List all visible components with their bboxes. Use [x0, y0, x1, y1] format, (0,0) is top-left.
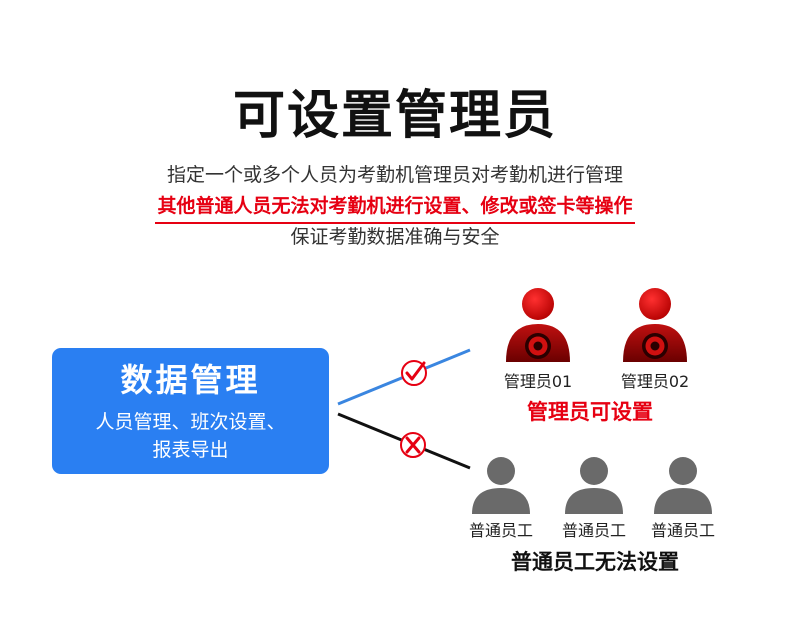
admin-person-gear-icon [506, 288, 570, 362]
admin-label-1: 管理员01 [503, 372, 573, 391]
data-management-description-2: 报表导出 [152, 439, 229, 461]
admin-label-2: 管理员02 [620, 372, 690, 391]
staff-label-3: 普通员工 [650, 521, 715, 540]
person-icon [472, 457, 530, 514]
cross-mark-icon [400, 432, 426, 458]
staff-label-2: 普通员工 [561, 521, 626, 540]
description-line-3: 保证考勤数据准确与安全 [290, 226, 500, 248]
description-line-2: 其他普通人员无法对考勤机进行设置、修改或签卡等操作 [0, 193, 790, 224]
staff-label-1: 普通员工 [468, 521, 533, 540]
data-management-box: 数据管理 人员管理、班次设置、 报表导出 [52, 348, 329, 474]
staff-caption: 普通员工无法设置 [511, 550, 679, 574]
check-mark-icon [401, 360, 427, 386]
description-line-2-text: 其他普通人员无法对考勤机进行设置、修改或签卡等操作 [155, 193, 635, 224]
data-management-title: 数据管理 [120, 361, 261, 399]
admin-person-gear-icon [623, 288, 687, 362]
admin-caption: 管理员可设置 [527, 400, 653, 424]
description-line-1: 指定一个或多个人员为考勤机管理员对考勤机进行管理 [166, 164, 623, 186]
data-management-description-1: 人员管理、班次设置、 [95, 411, 286, 433]
person-icon [565, 457, 623, 514]
data-management-description: 人员管理、班次设置、 报表导出 [52, 408, 329, 464]
page-title: 可设置管理员 [232, 86, 557, 146]
person-icon [654, 457, 712, 514]
